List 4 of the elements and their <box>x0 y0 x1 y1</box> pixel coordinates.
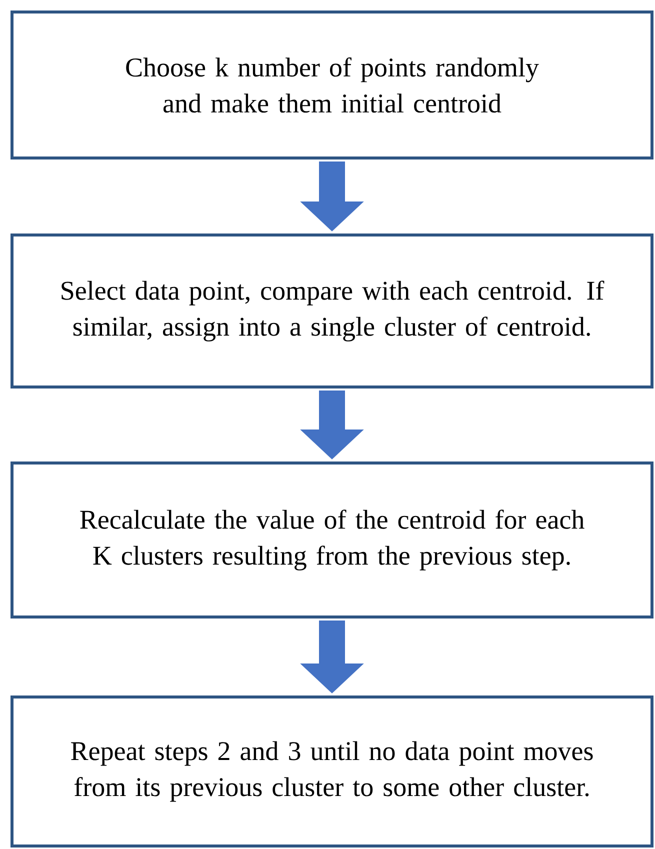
process-box: Choose k number of points randomly and make them initial centroid <box>10 10 654 160</box>
process-box: Repeat steps 2 and 3 until no data point moves from its previous cluster to some other cluster. <box>10 696 654 848</box>
process-box: Select data point, compare with each centroid. If similar, assign into a single cluster of centroid. <box>10 234 654 388</box>
process-box: Recalculate the value of the centroid for each K clusters resulting from the previous step. <box>10 462 654 618</box>
